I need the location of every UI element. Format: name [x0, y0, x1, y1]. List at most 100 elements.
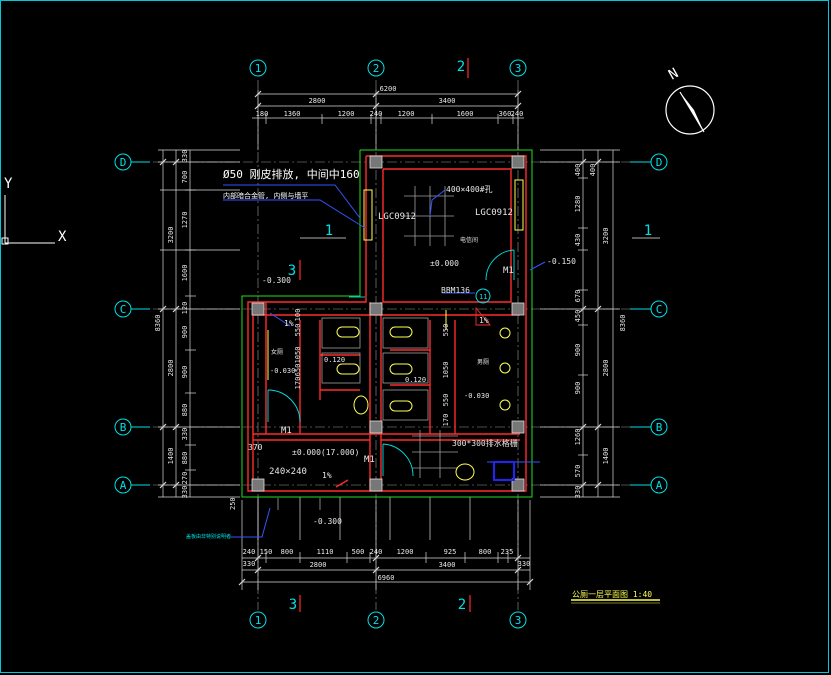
- dim-text: 330: [518, 560, 531, 568]
- section-2-bottom: 2: [458, 597, 466, 613]
- dimension-lines: [158, 90, 620, 590]
- dim-text: 330: [181, 150, 189, 163]
- dim-text: 1270: [181, 212, 189, 229]
- window-label-1: LGC0912: [378, 212, 416, 222]
- grid-label-1-bottom: 1: [255, 614, 262, 627]
- level-m0300: -0.300: [262, 276, 291, 285]
- dim-text: 2800: [602, 360, 610, 377]
- dim-text: 3400: [439, 561, 456, 569]
- dim-text: 2800: [310, 561, 327, 569]
- dim-250: 250: [229, 497, 237, 510]
- dim-text: 150: [260, 548, 273, 556]
- dim-text: 8360: [154, 315, 162, 332]
- leader-lines: [223, 184, 546, 538]
- slope-2: 1%: [479, 316, 489, 325]
- dim-text: 330: [574, 486, 582, 499]
- dim-text: 235: [501, 548, 514, 556]
- dim-text: 550: [294, 324, 302, 337]
- section-3-bottom: 3: [289, 597, 297, 613]
- room-label-electric: 电信间: [460, 236, 478, 244]
- walls: [247, 155, 527, 492]
- note-hole: 400×400#孔: [446, 185, 493, 194]
- door-label-m1: M1: [503, 266, 514, 276]
- door-label-m1c: M1: [364, 455, 375, 465]
- dim-text: 1260: [574, 429, 582, 446]
- dim-text: 1050: [442, 362, 450, 379]
- dim-text: 330: [181, 428, 189, 441]
- dim-text: 570: [574, 465, 582, 478]
- grid-label-D-right: D: [656, 156, 663, 169]
- dim-text: 900: [574, 344, 582, 357]
- grid-label-3-bottom: 3: [515, 614, 522, 627]
- dim-text: 1200: [338, 110, 355, 118]
- dim-text: 3200: [602, 228, 610, 245]
- dim-text: 170: [442, 414, 450, 427]
- axis-bubbles: [114, 59, 668, 629]
- toilet-fixtures: [336, 326, 511, 481]
- dim-text: 400: [589, 164, 597, 177]
- dim-text: 1280: [574, 196, 582, 213]
- dim-text: 6200: [380, 85, 397, 93]
- dim-text: 3200: [167, 227, 175, 244]
- grid-label-1-top: 1: [255, 62, 262, 75]
- grid-label-B-left: B: [120, 421, 127, 434]
- note-pipe2: 内部暗合金管, 内侧与墙平: [223, 191, 308, 200]
- dims-bottom: 150 800 1110 500 240 1200 925 800 235 28…: [243, 548, 531, 582]
- dim-text: 100: [294, 309, 302, 322]
- dim-text: 2800: [309, 97, 326, 105]
- grid-label-B-right: B: [656, 421, 663, 434]
- ucs-y-label: Y: [4, 176, 13, 192]
- note-drain: 300*300排水格栅: [452, 438, 518, 448]
- dim-text: 880: [181, 452, 189, 465]
- grid-label-C-right: C: [656, 303, 663, 316]
- title-underline: [571, 599, 660, 604]
- dim-text: 120: [181, 302, 189, 315]
- grid-label-A-left: A: [120, 479, 127, 492]
- level-m0150: -0.150: [547, 257, 576, 266]
- room-label-men: 男厕: [477, 359, 489, 366]
- room-label-women: 女厕: [271, 348, 283, 356]
- grid-label-A-right: A: [656, 479, 663, 492]
- dim-text: 240: [511, 110, 524, 118]
- ucs-icon: [1, 195, 55, 245]
- section-3-mid: 3: [288, 263, 296, 279]
- building-outline: [241, 149, 533, 498]
- dim-text: 550: [442, 324, 450, 337]
- dim-text: 240: [370, 548, 383, 556]
- dim-text: 550: [442, 394, 450, 407]
- dim-text: 1360: [284, 110, 301, 118]
- dim-text: 700: [181, 171, 189, 184]
- section-1-left: 1: [325, 223, 333, 239]
- level-0120b: 0.120: [405, 376, 426, 384]
- slope-1: 1%: [284, 319, 294, 328]
- slope-3: 1%: [322, 471, 332, 480]
- dims-right: 8360 400 400 1280 430 3200 670 450 900 9…: [574, 164, 627, 499]
- level-m0030a: -0.030: [270, 367, 295, 375]
- dim-text: 360: [499, 110, 512, 118]
- grid-label-2-top: 2: [373, 62, 380, 75]
- dim-text: 900: [181, 366, 189, 379]
- dim-370: 370: [248, 443, 263, 452]
- dim-text: 925: [444, 548, 457, 556]
- dim-text: 400: [574, 164, 582, 177]
- level-0120a: 0.120: [324, 356, 345, 364]
- dim-text: 800: [479, 548, 492, 556]
- axis-lines: [135, 80, 650, 610]
- dim-text: 240: [243, 548, 256, 556]
- drawing-title: 公厕一层平面图 1:40: [572, 590, 652, 599]
- dim-text: 1400: [167, 448, 175, 465]
- annotations: Ø50 刚皮排放, 中间中160 内部暗合金管, 内侧与墙平 LGC0912 L…: [186, 167, 576, 540]
- section-numbers: 2 3 2 1 1 3: [288, 59, 652, 613]
- dim-text: 1600: [181, 265, 189, 282]
- dim-text: 240: [370, 110, 383, 118]
- ucs-x-label: X: [58, 229, 67, 245]
- grid-labels: 1 2 3 1 2 3 D C B A D C B A: [120, 62, 663, 627]
- level-m0300-bottom: -0.300: [313, 517, 342, 526]
- columns: [251, 155, 525, 492]
- dim-text: 2800: [167, 360, 175, 377]
- dim-text: 1600: [457, 110, 474, 118]
- dim-text: 270: [181, 472, 189, 485]
- grid-label-D-left: D: [120, 156, 127, 169]
